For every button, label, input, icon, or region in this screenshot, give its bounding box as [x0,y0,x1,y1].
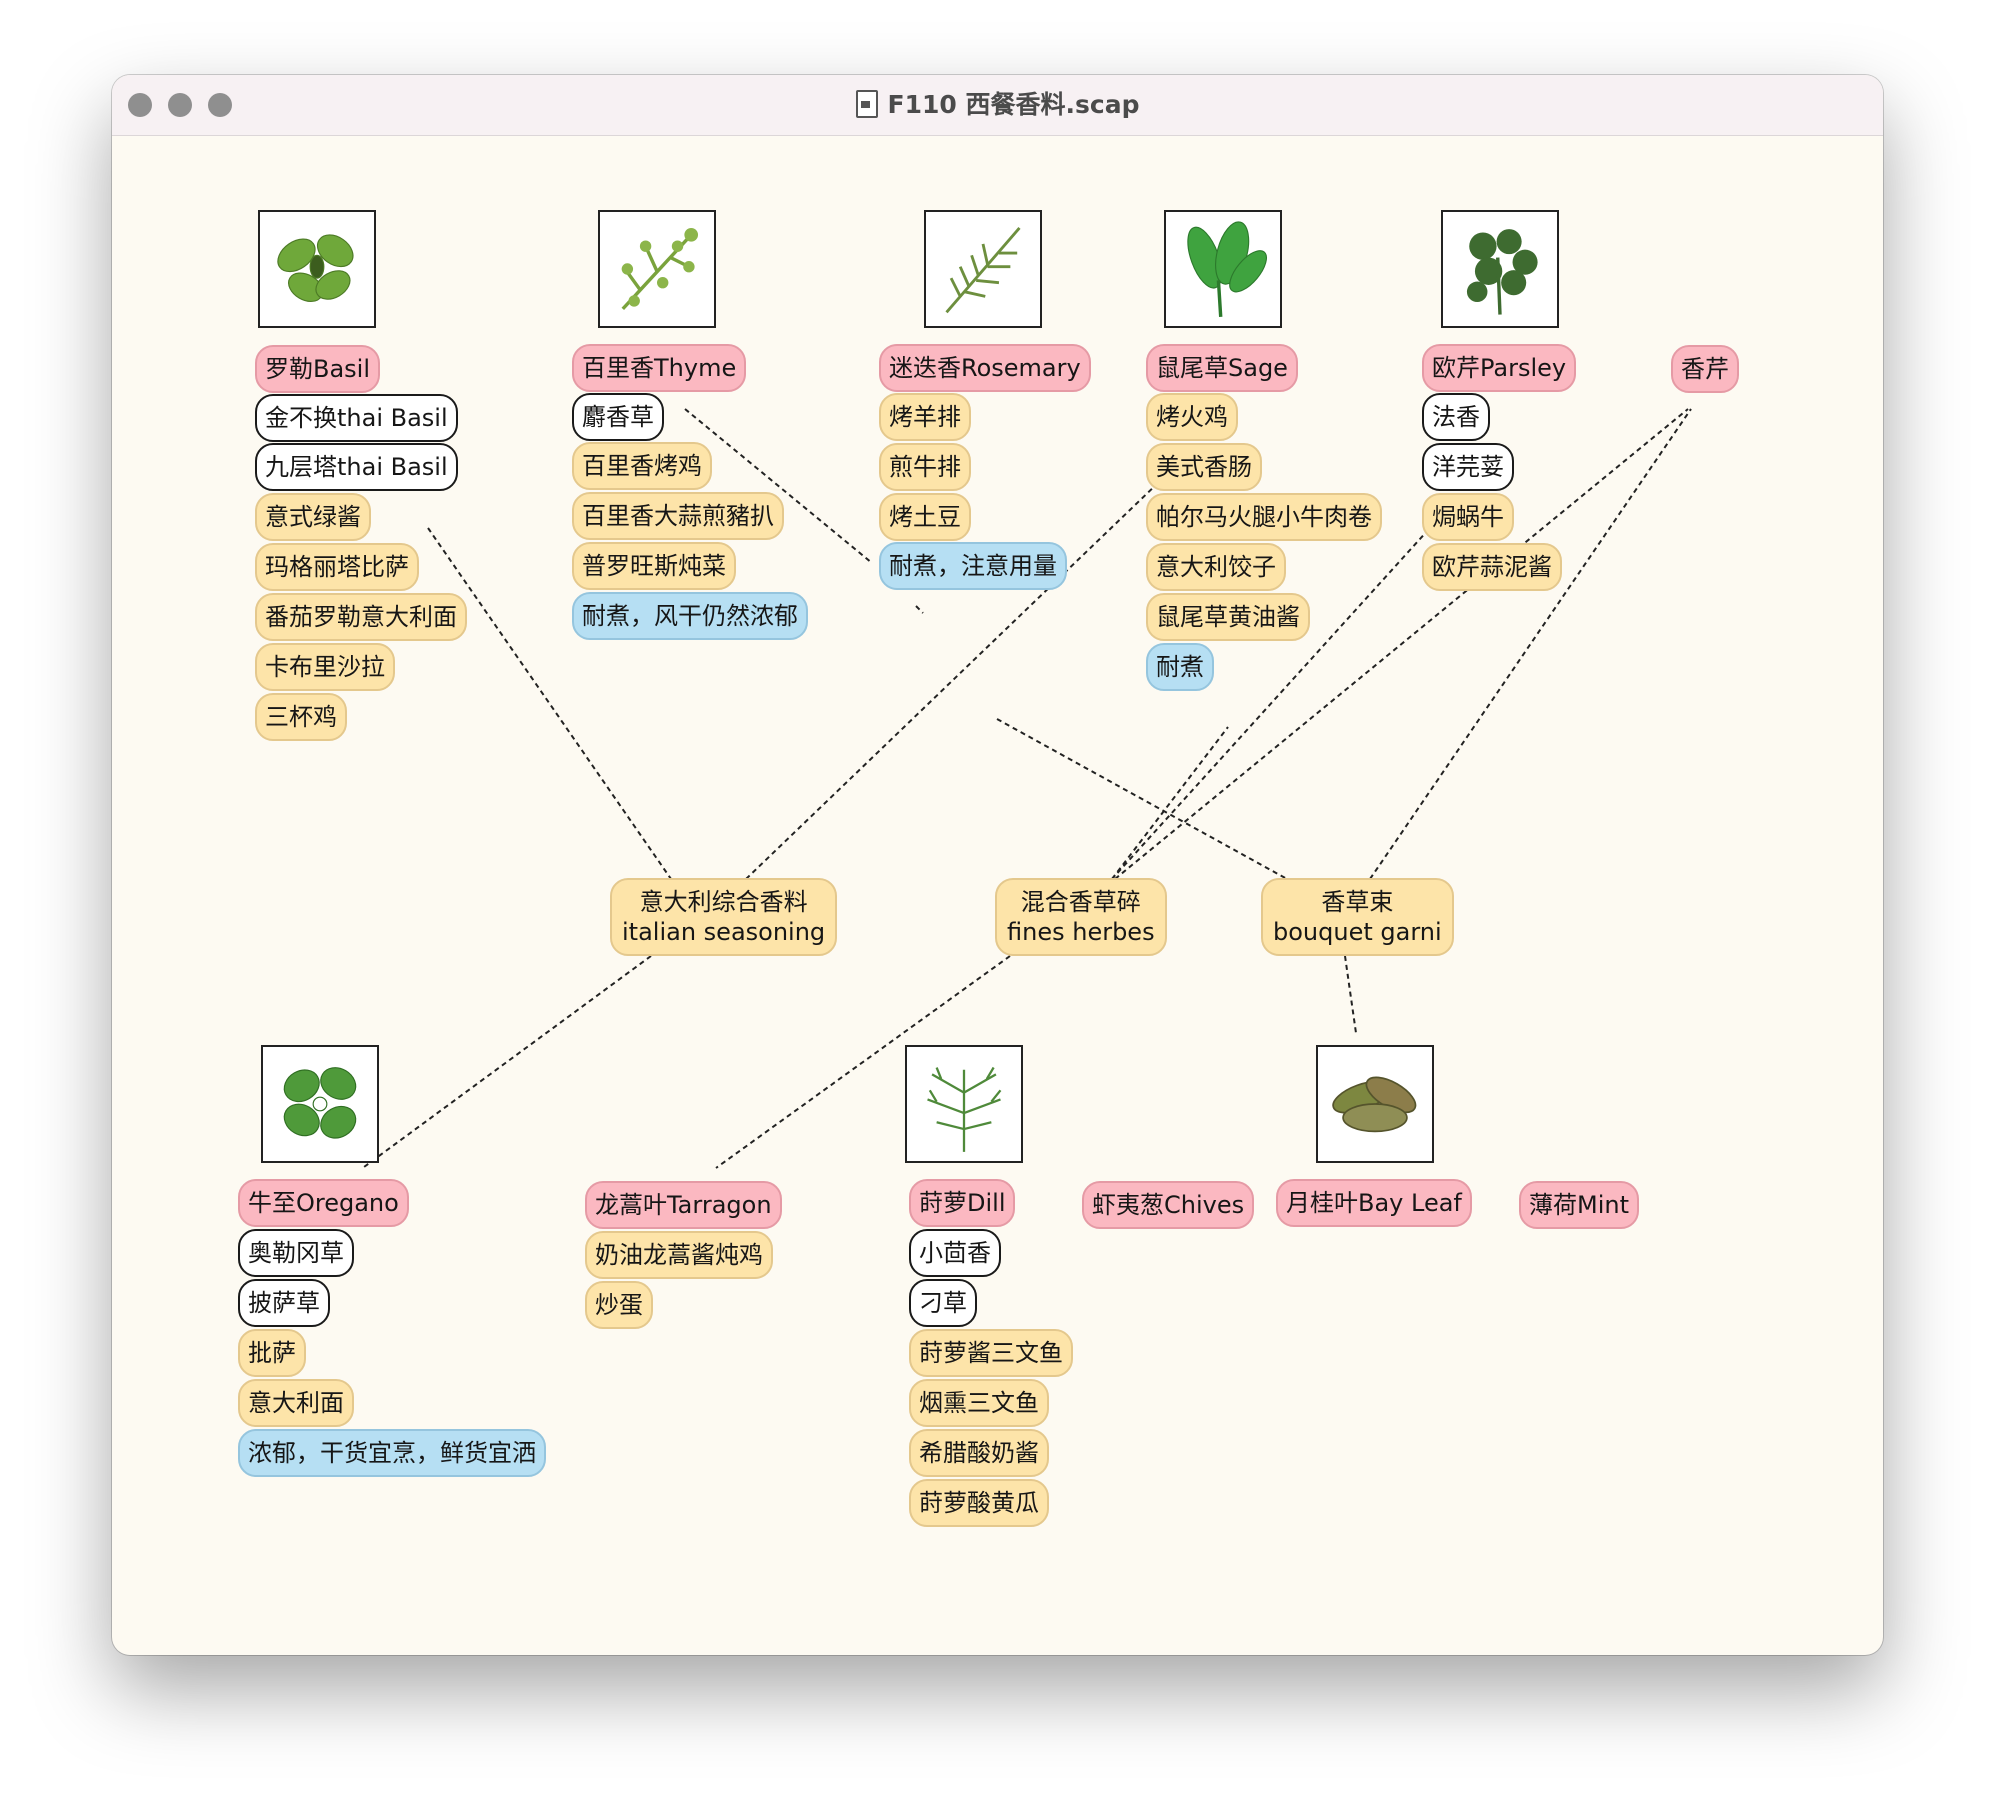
dill-sprig-icon [905,1045,1023,1163]
mindmap-canvas[interactable]: 罗勒Basil 金不换thai Basil 九层塔thai Basil 意式绿酱… [112,136,1883,1655]
sage-leaf-icon [1164,210,1282,328]
herb-bay-leaf[interactable]: 月桂叶Bay Leaf [1276,1179,1472,1227]
alias-node[interactable]: 麝香草 [572,393,664,441]
dish-node[interactable]: 意大利面 [238,1379,354,1427]
link-bouquet-bay [1344,955,1357,1034]
dish-node[interactable]: 炒蛋 [585,1281,653,1329]
parsley-leaf-icon [1441,210,1559,328]
window-title-text: F110 西餐香料.scap [887,90,1140,119]
alias-node[interactable]: 法香 [1422,393,1490,441]
herb-rosemary[interactable]: 迷迭香Rosemary [879,344,1091,392]
blend-name-en: bouquet garni [1273,918,1442,946]
alias-node[interactable]: 奥勒冈草 [238,1229,354,1277]
dish-node[interactable]: 莳萝酸黄瓜 [909,1479,1049,1527]
link-fines-coriander [1114,408,1689,880]
note-node[interactable]: 耐煮，风干仍然浓郁 [572,592,808,640]
zoom-window-button[interactable] [208,93,232,117]
dish-node[interactable]: 奶油龙蒿酱炖鸡 [585,1231,773,1279]
blend-name-en: fines herbes [1007,918,1155,946]
blend-name-cn: 意大利综合香料 [639,888,808,916]
alias-node[interactable]: 九层塔thai Basil [255,443,458,491]
herb-chives[interactable]: 虾夷葱Chives [1082,1181,1255,1229]
app-window: F110 西餐香料.scap [112,75,1883,1655]
link-parsley-fines [1111,528,1430,880]
link-thyme-potato [684,408,873,564]
dish-node[interactable]: 百里香烤鸡 [572,442,712,490]
alias-node[interactable]: 洋芫荽 [1422,443,1514,491]
dish-node[interactable]: 意大利饺子 [1146,543,1286,591]
blend-name-en: italian seasoning [622,918,826,946]
dish-node[interactable]: 批萨 [238,1329,306,1377]
herb-sage[interactable]: 鼠尾草Sage [1146,344,1298,392]
title-bar: F110 西餐香料.scap [112,75,1883,136]
herb-tarragon[interactable]: 龙蒿叶Tarragon [585,1181,782,1229]
dish-node[interactable]: 欧芹蒜泥酱 [1422,543,1562,591]
close-window-button[interactable] [128,93,152,117]
window-title: F110 西餐香料.scap [112,75,1883,135]
herb-oregano[interactable]: 牛至Oregano [238,1179,409,1227]
dish-node[interactable]: 烤火鸡 [1146,393,1238,441]
link-rosemary-italian [915,605,924,614]
dish-node[interactable]: 帕尔马火腿小牛肉卷 [1146,493,1382,541]
link-basil-italian [427,527,672,880]
document-icon [855,90,878,118]
oregano-leaf-icon [261,1045,379,1163]
herb-coriander[interactable]: 香芹 [1671,345,1739,393]
alias-node[interactable]: 小茴香 [909,1229,1001,1277]
herb-basil[interactable]: 罗勒Basil [255,345,381,393]
dish-node[interactable]: 烟熏三文鱼 [909,1379,1049,1427]
note-node[interactable]: 浓郁，干货宜烹，鲜货宜洒 [238,1429,546,1477]
minimize-window-button[interactable] [168,93,192,117]
alias-node[interactable]: 披萨草 [238,1279,330,1327]
dish-node[interactable]: 三杯鸡 [255,693,347,741]
dish-node[interactable]: 百里香大蒜煎豬扒 [572,492,784,540]
herb-dill[interactable]: 莳萝Dill [909,1179,1016,1227]
note-node[interactable]: 耐煮 [1146,643,1214,691]
link-fines-tarragon [715,955,1011,1169]
dish-node[interactable]: 普罗旺斯炖菜 [572,542,736,590]
basil-leaf-icon [258,210,376,328]
blend-name-cn: 香草束 [1321,888,1394,916]
herb-thyme[interactable]: 百里香Thyme [572,344,747,392]
dish-node[interactable]: 烤羊排 [879,393,971,441]
link-rosemary-bouquet [996,718,1288,880]
alias-node[interactable]: 金不换thai Basil [255,394,458,442]
link-bouquet-coriander [1369,408,1692,880]
dish-node[interactable]: 意式绿酱 [255,493,371,541]
alias-node[interactable]: 刁草 [909,1279,977,1327]
dish-node[interactable]: 煎牛排 [879,443,971,491]
dish-node[interactable]: 莳萝酱三文鱼 [909,1329,1073,1377]
thyme-sprig-icon [598,210,716,328]
note-node[interactable]: 耐煮，注意用量 [879,542,1067,590]
herb-parsley[interactable]: 欧芹Parsley [1422,344,1577,392]
blend-name-cn: 混合香草碎 [1020,888,1141,916]
dish-node[interactable]: 希腊酸奶酱 [909,1429,1049,1477]
link-fines-sage [1111,726,1229,880]
link-italian-oregano [363,955,652,1168]
dish-node[interactable]: 番茄罗勒意大利面 [255,593,467,641]
dish-node[interactable]: 美式香肠 [1146,443,1262,491]
dish-node[interactable]: 玛格丽塔比萨 [255,543,419,591]
bay-leaf-icon [1316,1045,1434,1163]
connection-lines [337,408,1692,1169]
link-italian-sage [745,456,1186,880]
dish-node[interactable]: 鼠尾草黄油酱 [1146,593,1310,641]
rosemary-sprig-icon [924,210,1042,328]
dish-node[interactable]: 烤土豆 [879,493,971,541]
herb-mint[interactable]: 薄荷Mint [1519,1181,1639,1229]
dish-node[interactable]: 卡布里沙拉 [255,643,395,691]
dish-node[interactable]: 焗蜗牛 [1422,493,1514,541]
